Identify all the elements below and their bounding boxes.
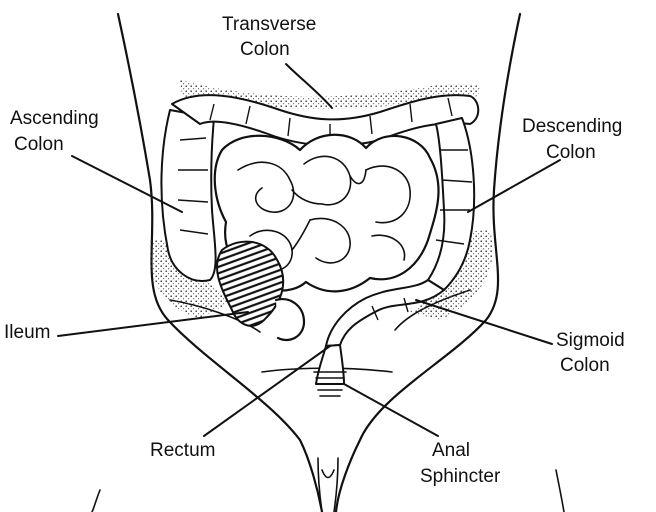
label-sigmoid-line-2: Colon: [560, 355, 610, 376]
label-ascending-line-2: Colon: [14, 134, 64, 155]
label-anal-line-2: Sphincter: [420, 466, 501, 487]
label-ascending-line-1: Ascending: [10, 108, 99, 129]
label-anal-line-1: Anal: [432, 440, 470, 461]
label-transverse-line-1: Transverse: [222, 14, 316, 35]
label-sigmoid-line-1: Sigmoid: [556, 330, 625, 351]
label-transverse-line-2: Colon: [240, 39, 290, 60]
label-descending-line-2: Colon: [546, 142, 596, 163]
label-descending-line-1: Descending: [522, 116, 622, 137]
label-rectum: Rectum: [150, 440, 215, 461]
label-ileum: Ileum: [4, 322, 50, 343]
